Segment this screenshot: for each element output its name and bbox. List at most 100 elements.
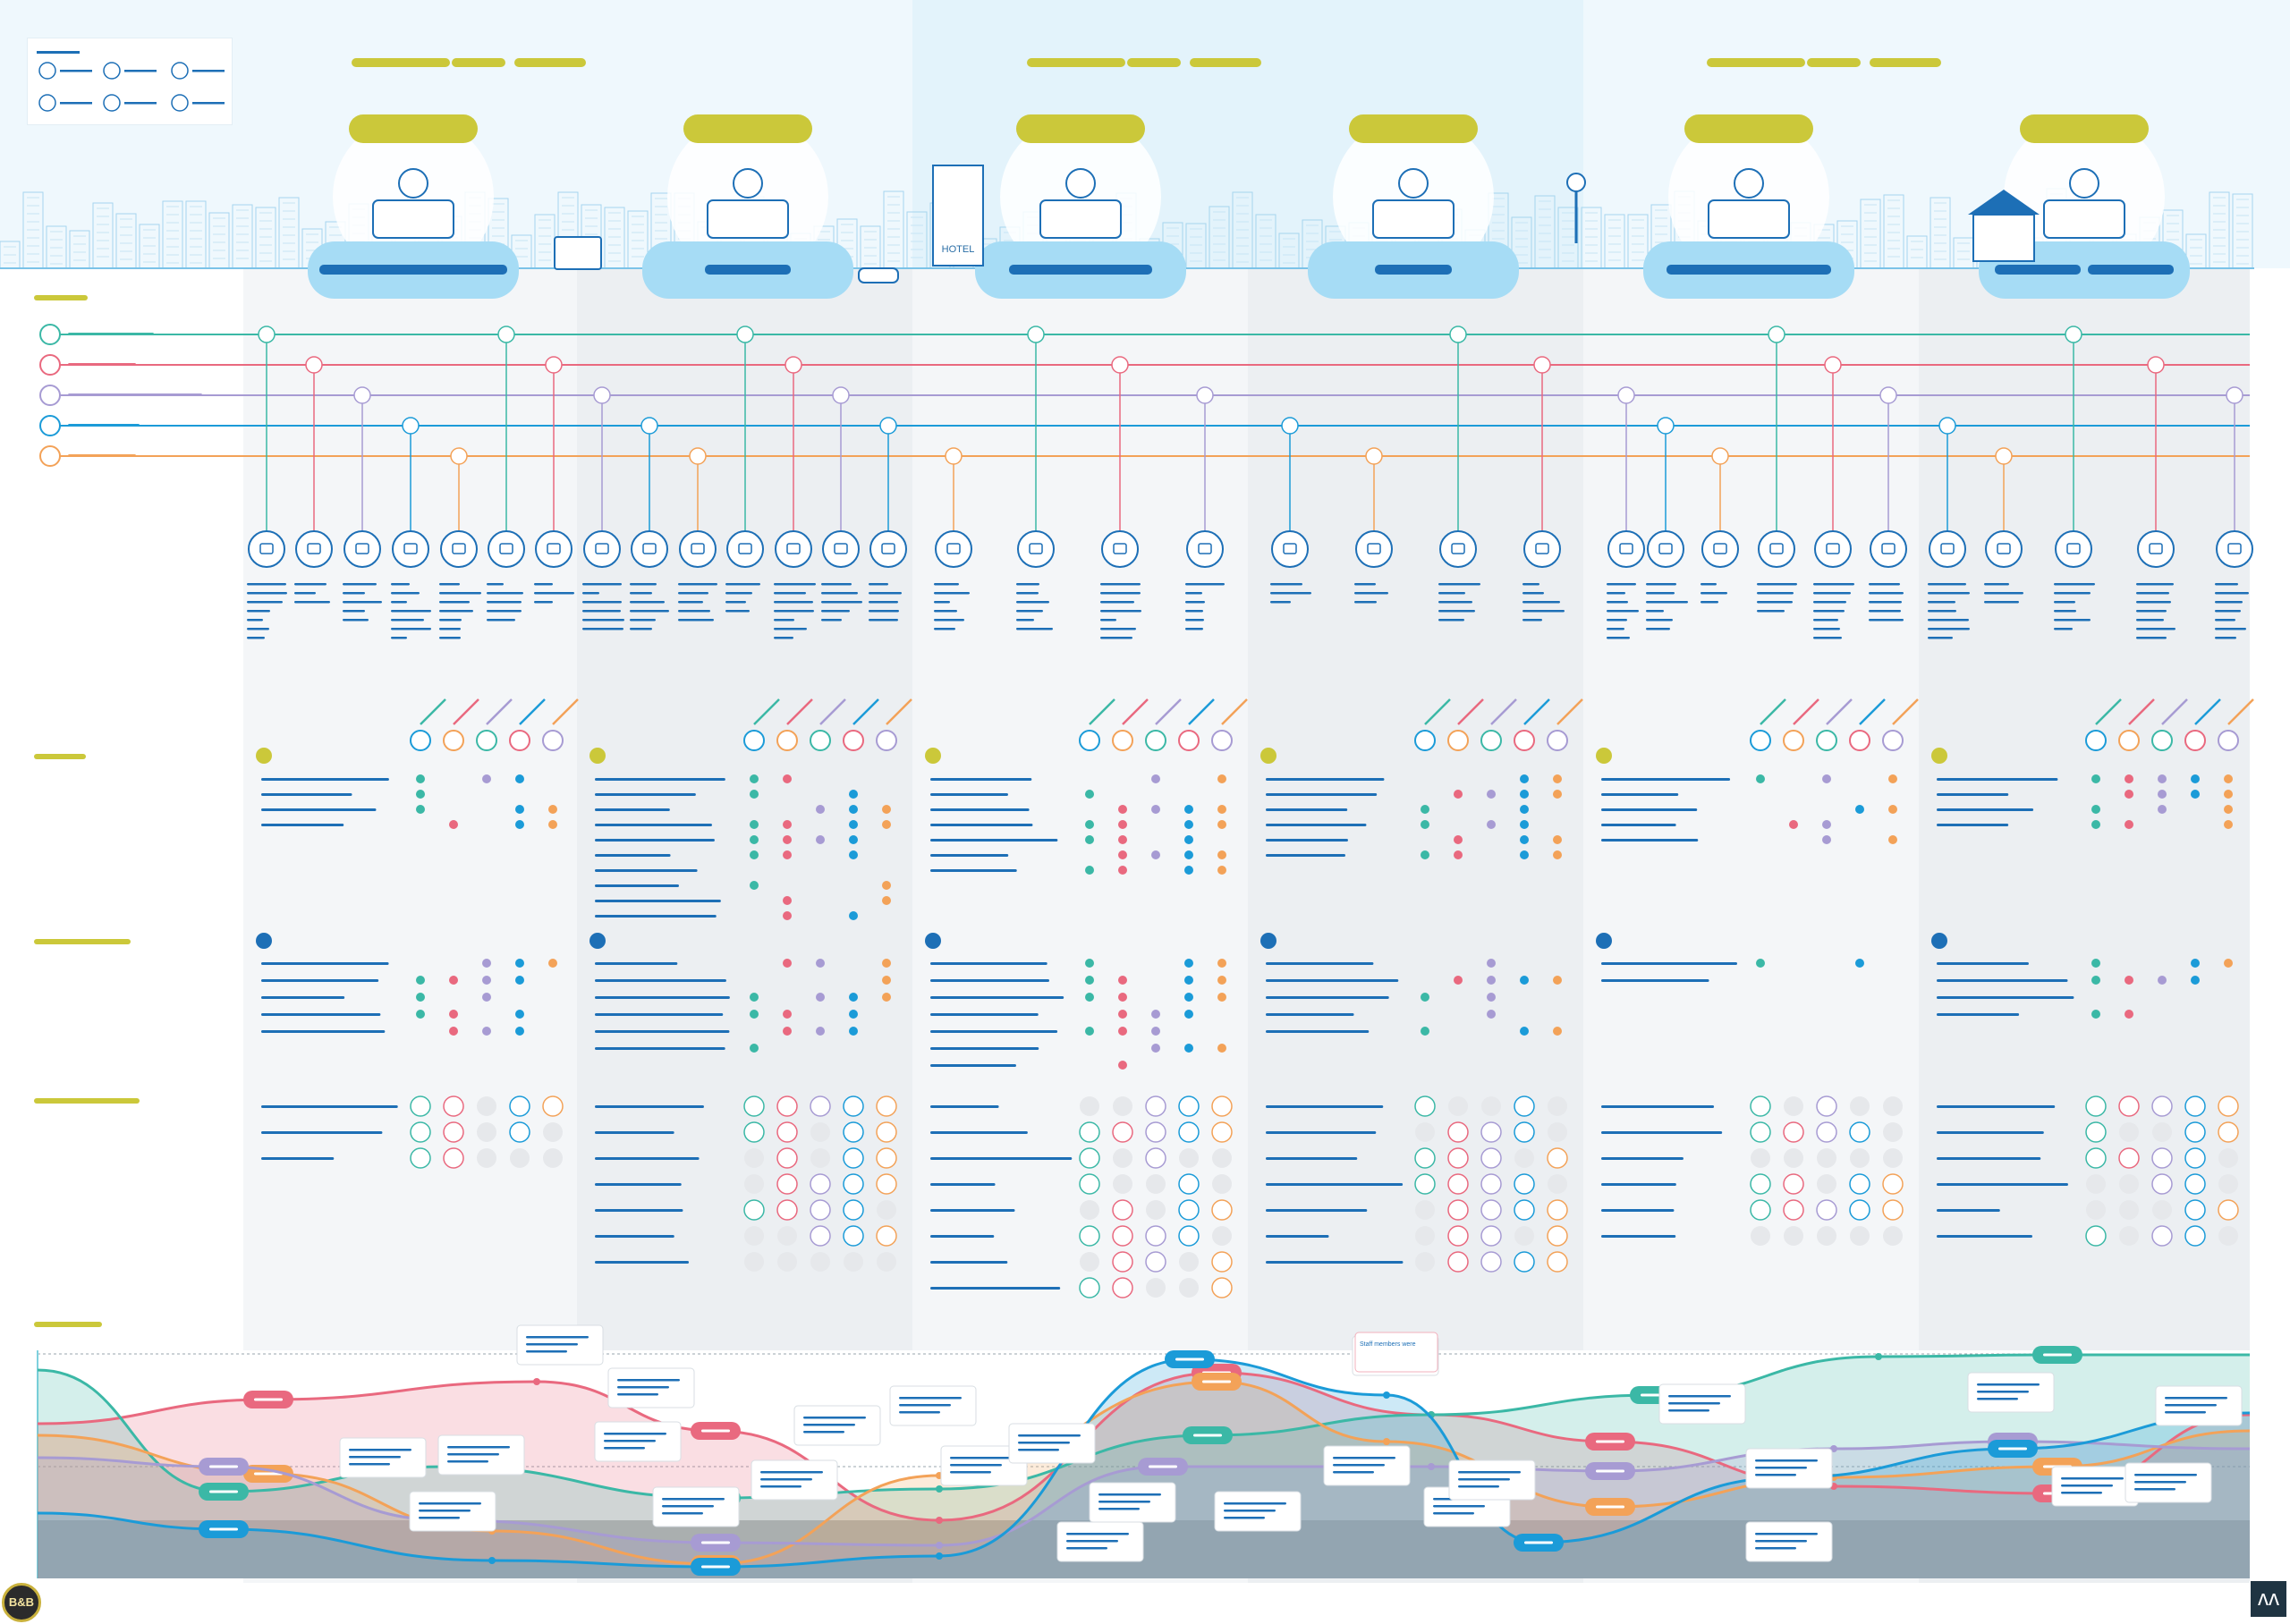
persona-dot xyxy=(515,976,524,985)
persona-dot xyxy=(1184,850,1193,859)
persona-dot xyxy=(1184,820,1193,829)
channel-indicator xyxy=(1883,1122,1903,1142)
channel-indicator xyxy=(2086,1174,2106,1194)
touchpoint-glyph xyxy=(1658,543,1673,554)
channel-indicator xyxy=(1849,1199,1870,1221)
touchpoint-description-line xyxy=(247,610,270,613)
persona-name-bar xyxy=(68,333,154,335)
persona-dot xyxy=(750,835,759,844)
goal-text-line xyxy=(595,808,670,811)
stage-title-pill xyxy=(683,114,812,143)
channel-indicator xyxy=(1751,1226,1770,1246)
goal-text-line xyxy=(1601,824,1676,826)
channel-indicator xyxy=(510,1148,530,1168)
pain-text-line xyxy=(1601,962,1738,965)
channel-indicator xyxy=(1816,1121,1837,1143)
persona-avatar xyxy=(476,730,497,751)
stage-illustration xyxy=(1039,168,1122,239)
channel-indicator xyxy=(1414,1095,1436,1117)
section-heading-bar xyxy=(1870,58,1941,67)
persona-dot xyxy=(750,1044,759,1053)
touchpoint-icon xyxy=(822,530,860,568)
channel-indicator xyxy=(2085,1121,2107,1143)
persona-dot xyxy=(515,805,524,814)
channel-indicator xyxy=(2184,1147,2206,1169)
touchpoint-icon xyxy=(1758,530,1795,568)
channel-indicator xyxy=(1883,1148,1903,1168)
persona-dot xyxy=(1553,976,1562,985)
touchpoint-glyph xyxy=(642,543,657,554)
touchpoint-description-line xyxy=(1607,628,1624,630)
touchpoint-description-line xyxy=(1354,583,1376,586)
persona-dot xyxy=(783,1027,792,1036)
channel-indicator xyxy=(1750,1173,1771,1195)
touchpoint-marker xyxy=(1617,386,1635,404)
touchpoint-marker xyxy=(1365,447,1383,465)
touchpoint-description-line xyxy=(2054,601,2075,604)
persona-avatar xyxy=(39,354,61,376)
house-icon xyxy=(1968,190,2040,215)
touchpoint-description-line xyxy=(487,592,523,595)
persona-avatar xyxy=(1882,730,1904,751)
pain-text-line xyxy=(261,1013,381,1016)
channel-text-line xyxy=(1266,1183,1404,1186)
channel-indicator xyxy=(477,1122,496,1142)
comment-line xyxy=(419,1502,481,1505)
persona-tilt-label xyxy=(1457,698,1484,725)
touchpoint-description-line xyxy=(582,610,621,613)
channel-indicator xyxy=(2184,1225,2206,1247)
persona-dot xyxy=(1421,820,1429,829)
channel-indicator xyxy=(1112,1277,1133,1298)
section-badge xyxy=(1596,748,1612,764)
persona-dot xyxy=(816,835,825,844)
touchpoint-description-line xyxy=(869,619,898,622)
channel-indicator xyxy=(2119,1200,2139,1220)
persona-dot xyxy=(783,835,792,844)
touchpoint-icon xyxy=(1017,530,1055,568)
channel-indicator xyxy=(1480,1173,1502,1195)
desk xyxy=(1039,199,1122,239)
emotion-marker-label xyxy=(1175,1358,1204,1361)
persona-tilt-label xyxy=(1089,698,1115,725)
persona-avatar xyxy=(1816,730,1837,751)
channel-indicator xyxy=(542,1095,564,1117)
goal-text-line xyxy=(595,793,696,796)
persona-dot xyxy=(2125,774,2133,783)
touchpoint-description-line xyxy=(2215,592,2249,595)
channel-indicator xyxy=(1883,1096,1903,1116)
channel-text-line xyxy=(595,1105,704,1108)
emotion-area xyxy=(38,1382,2250,1578)
touchpoint-marker xyxy=(1111,356,1129,374)
channel-indicator xyxy=(1211,1121,1233,1143)
channel-indicator xyxy=(1145,1225,1166,1247)
channel-text-line xyxy=(1937,1235,2033,1238)
touchpoint-description-line xyxy=(391,628,431,630)
comment-line xyxy=(526,1336,589,1339)
channel-text-line xyxy=(1937,1183,2068,1186)
person-head xyxy=(1734,168,1764,199)
section-badge xyxy=(925,748,941,764)
persona-dot xyxy=(849,835,858,844)
stage-illustration xyxy=(372,168,454,239)
channel-text-line xyxy=(1266,1209,1368,1212)
channel-indicator xyxy=(1784,1148,1803,1168)
channel-indicator xyxy=(1514,1121,1535,1143)
channel-indicator xyxy=(1178,1121,1200,1143)
stage-label-bar xyxy=(1375,265,1452,275)
persona-dot xyxy=(1888,774,1897,783)
touchpoint-description-line xyxy=(2136,610,2167,613)
touchpoint-description-line xyxy=(678,583,717,586)
touchpoint-description-line xyxy=(1438,592,1465,595)
persona-dot xyxy=(1118,805,1127,814)
channel-indicator xyxy=(509,1095,530,1117)
comment-line xyxy=(803,1431,844,1434)
goal-text-line xyxy=(261,793,352,796)
persona-tilt-label xyxy=(852,698,879,725)
persona-tilt-label xyxy=(1424,698,1451,725)
persona-dot xyxy=(2158,790,2167,799)
persona-dot xyxy=(1118,1027,1127,1036)
channel-indicator xyxy=(2085,1095,2107,1117)
touchpoint-icon xyxy=(1985,530,2023,568)
channel-indicator xyxy=(1783,1121,1804,1143)
touchpoint-description-line xyxy=(487,619,515,622)
